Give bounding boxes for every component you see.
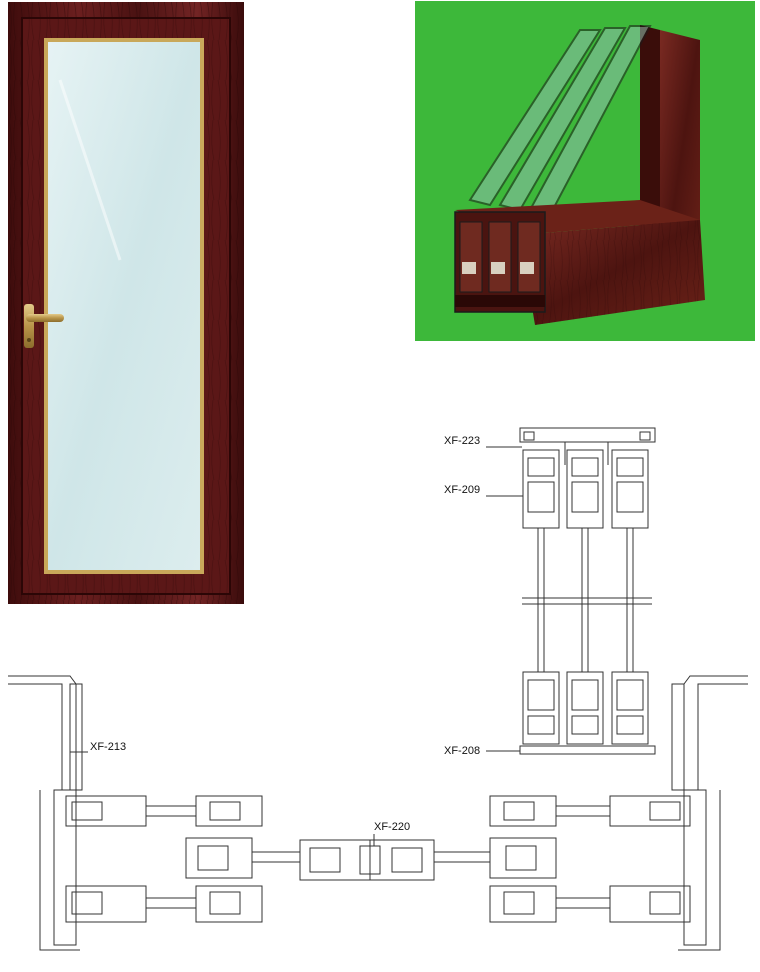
right-sash-stack bbox=[489, 795, 691, 923]
top-track-lip bbox=[639, 431, 651, 441]
door-glass-panel bbox=[48, 42, 200, 570]
label-interlock: XF-220 bbox=[374, 821, 410, 833]
render-profile-end-section bbox=[454, 211, 546, 313]
left-side-frame bbox=[8, 675, 83, 951]
bottom-track-profile bbox=[519, 745, 656, 755]
render-glass-pane-1 bbox=[468, 29, 602, 207]
upper-sash-profiles bbox=[522, 449, 649, 529]
label-side-frame: XF-213 bbox=[90, 741, 126, 753]
vertical-section-drawing bbox=[486, 427, 656, 755]
break-marks bbox=[522, 597, 652, 605]
glass-reflection bbox=[58, 79, 122, 261]
top-track-lip bbox=[523, 431, 535, 441]
door-keyhole bbox=[27, 338, 31, 342]
label-bottom-track: XF-208 bbox=[444, 745, 480, 757]
right-side-frame bbox=[671, 675, 748, 951]
left-sash-stack bbox=[65, 795, 300, 923]
label-sash-top: XF-209 bbox=[444, 484, 480, 496]
render-rail-grain bbox=[520, 220, 705, 325]
lower-sash-profiles bbox=[522, 671, 649, 745]
glass-lines bbox=[537, 528, 634, 672]
centre-interlock bbox=[299, 839, 490, 881]
label-top-track: XF-223 bbox=[444, 435, 480, 447]
top-track-profile bbox=[519, 427, 656, 443]
door-handle-lever bbox=[26, 314, 64, 322]
horizontal-section-drawing bbox=[8, 675, 748, 951]
glass-door-photo bbox=[8, 2, 244, 604]
triple-track-profile-render bbox=[415, 1, 755, 341]
